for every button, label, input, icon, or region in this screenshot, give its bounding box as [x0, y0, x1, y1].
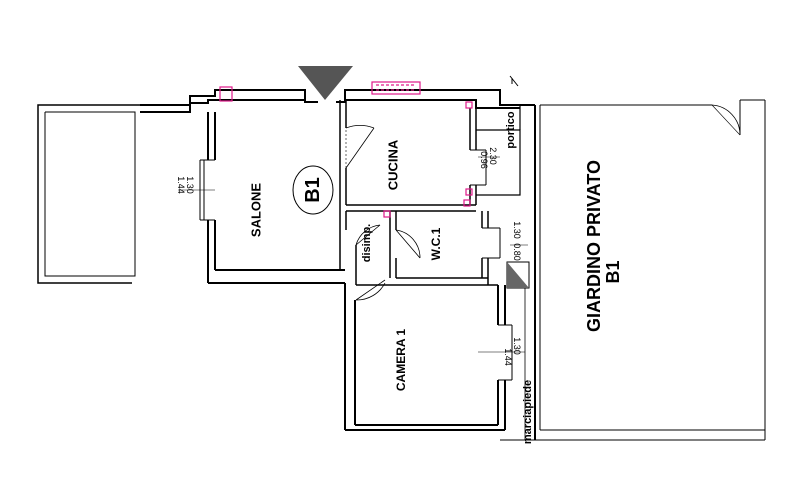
room-label-camera: CAMERA 1 — [394, 329, 408, 392]
opening-wc-height: 0.80 — [512, 243, 522, 261]
interior-walls — [339, 100, 521, 286]
room-label-portico: portico — [505, 111, 517, 149]
radiator-salone — [219, 86, 233, 102]
room-label-giardino-unit: B1 — [603, 260, 623, 283]
doors — [345, 125, 421, 301]
radiator-cucina — [465, 101, 473, 109]
stair-symbol-icon — [506, 261, 530, 289]
unit-code: B1 — [302, 177, 324, 203]
kitchen-counter — [371, 81, 421, 95]
opening-cucina-width: 2.30 — [488, 147, 498, 165]
room-label-marciapiede: marciapiede — [522, 380, 534, 444]
radiator-cucina-2 — [465, 188, 473, 196]
opening-camera-height: 1.44 — [503, 348, 513, 366]
north-corner-mark-icon — [509, 75, 519, 87]
left-terrace — [37, 104, 140, 284]
room-label-salone: SALONE — [249, 183, 264, 238]
entrance-marker-icon — [298, 66, 353, 100]
room-label-wc: W.C.1 — [429, 227, 443, 260]
radiator-wc — [463, 199, 471, 207]
opening-camera-width: 1.30 — [512, 337, 522, 355]
garden-area — [500, 99, 766, 441]
exterior-walls — [140, 89, 535, 431]
opening-wc-width: 1.30 — [512, 221, 522, 239]
opening-salone-height: 1.44 — [176, 176, 186, 194]
room-label-cucina: CUCINA — [386, 139, 401, 190]
fixtures — [219, 81, 473, 218]
room-label-disimp: disimp. — [361, 224, 373, 263]
opening-salone-width: 1.30 — [185, 176, 195, 194]
opening-cucina-height: 0.96 — [479, 151, 489, 169]
room-label-giardino: GIARDINO PRIVATO — [584, 160, 604, 332]
radiator-disimp — [383, 210, 391, 218]
unit-badge: B1 — [292, 165, 334, 215]
